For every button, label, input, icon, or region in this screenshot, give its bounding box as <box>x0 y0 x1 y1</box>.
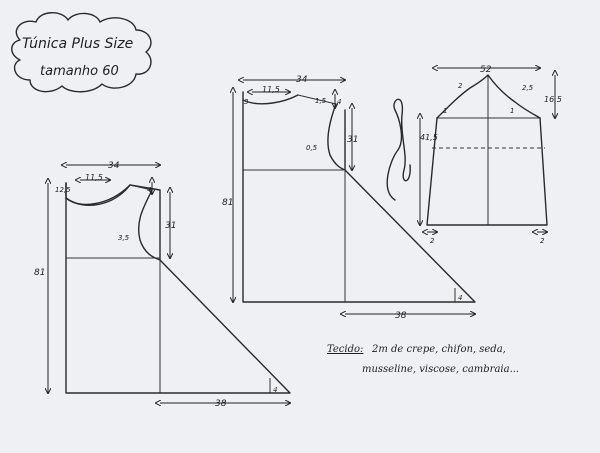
back-hem-extension: 38 <box>395 311 407 321</box>
front-pattern-piece: 34 11,5 12,5 4 31 3,5 81 38 4 <box>34 161 290 409</box>
back-shoulder-drop: 4 <box>337 98 341 106</box>
back-pattern-piece: 34 11,5 3 1,5 4 31 0,5 81 38 4 <box>222 75 475 321</box>
sleeve-cap-right-low: 1 <box>510 107 514 115</box>
back-length: 81 <box>222 198 233 208</box>
title-line2: tamanho 60 <box>40 64 119 79</box>
back-width-top: 34 <box>296 75 308 85</box>
signature-mark <box>386 98 411 201</box>
fabric-label: Tecido: <box>327 344 363 355</box>
fabric-note: Tecido: 2m de crepe, chifon, seda, musse… <box>327 344 519 375</box>
back-armhole-curve: 0,5 <box>306 144 318 152</box>
fabric-line1: 2m de crepe, chifon, seda, <box>371 344 506 355</box>
sleeve-cap-right-top: 2,5 <box>522 84 534 92</box>
fabric-line2: musseline, viscose, cambraia... <box>362 364 519 375</box>
front-hem-corner: 4 <box>273 386 277 394</box>
front-neck-width: 11,5 <box>85 173 103 182</box>
sleeve-pattern-piece: 52 16,5 2 1 2,5 1 41,5 2 2 <box>420 65 562 245</box>
title-cloud: Túnica Plus Size tamanho 60 <box>11 12 152 93</box>
back-shoulder-in: 1,5 <box>315 97 327 105</box>
sleeve-width: 52 <box>480 65 492 75</box>
front-armhole-depth: 31 <box>165 221 176 231</box>
front-width-top: 34 <box>108 161 120 171</box>
front-armhole-curve: 3,5 <box>118 234 130 242</box>
sleeve-hem-left: 2 <box>430 237 435 245</box>
back-neck-drop: 3 <box>244 98 248 106</box>
title-line1: Túnica Plus Size <box>22 36 133 52</box>
sleeve-cap-height: 16,5 <box>544 95 562 104</box>
sleeve-side-height: 41,5 <box>420 133 438 142</box>
front-shoulder-drop: 4 <box>147 186 151 194</box>
sleeve-cap-left-low: 1 <box>443 107 447 115</box>
sleeve-cap-left-top: 2 <box>458 82 463 90</box>
front-neck-drop: 12,5 <box>55 186 71 194</box>
sleeve-hem-right: 2 <box>540 237 545 245</box>
front-hem-extension: 38 <box>215 399 227 409</box>
back-armhole-depth: 31 <box>347 135 358 145</box>
back-hem-corner: 4 <box>458 294 462 302</box>
front-length: 81 <box>34 268 45 278</box>
back-neck-width: 11,5 <box>262 85 280 94</box>
